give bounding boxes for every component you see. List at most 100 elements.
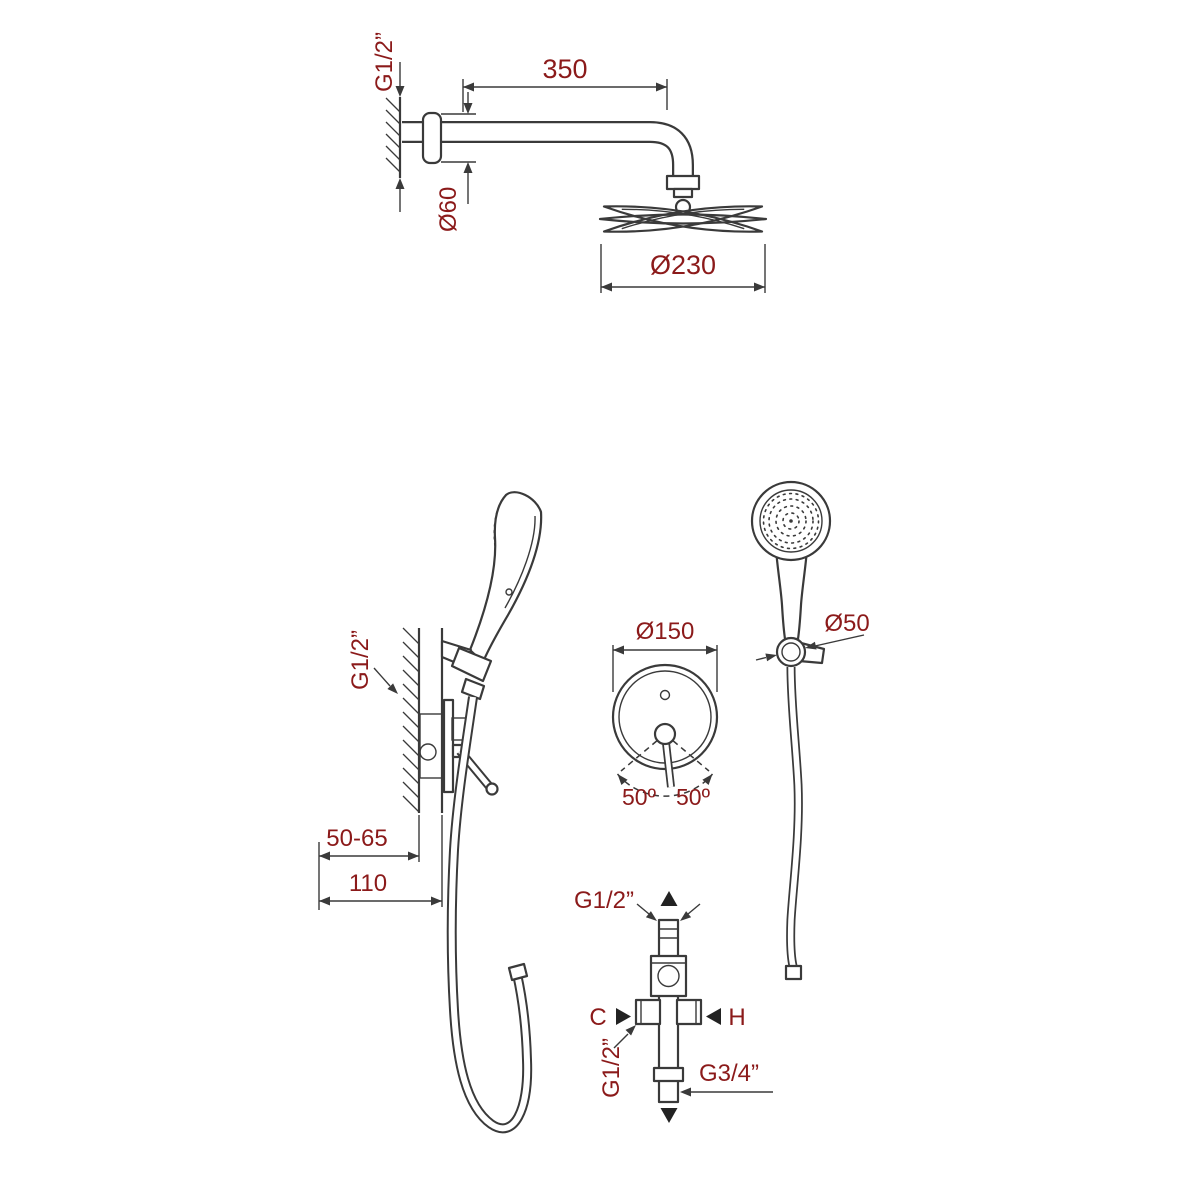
wall-flange (421, 111, 443, 165)
hot-flow-arrow-icon (706, 1008, 721, 1025)
hand-shower-front-view: Ø50 (750, 480, 870, 981)
arrow-left-icon (319, 896, 330, 906)
wall-hatching (402, 627, 420, 813)
pointer-tail (755, 656, 767, 661)
trim-plate-edge (442, 698, 455, 794)
cold-label: C (589, 1004, 606, 1031)
hand-shower-wall-assembly: G1/2” (318, 491, 543, 1134)
dim-arm-length: 350 (462, 54, 668, 112)
arrow-down-icon (395, 86, 405, 97)
swing-right-value: 50º (676, 784, 711, 810)
arrow-up-icon (395, 178, 405, 189)
dim-plate-diameter: Ø150 (612, 618, 718, 692)
mode-button (505, 588, 513, 596)
hand-shower-wand (468, 491, 543, 664)
holder-ring-inner (781, 642, 801, 662)
flow-down-arrow-icon (660, 1108, 678, 1123)
dim-head-diameter: Ø230 (600, 244, 766, 293)
arrow-right-icon (408, 851, 419, 861)
wall-thread-label: G1/2” (347, 630, 374, 690)
arrow-into-circle-icon (805, 641, 817, 650)
handle-knob (485, 782, 499, 796)
arrow-left-icon (319, 851, 330, 861)
side-thread-pointer (613, 1025, 636, 1049)
wand-contour-line (504, 515, 536, 609)
swing-left-value: 50º (622, 784, 657, 810)
arrow-left-icon (613, 645, 624, 655)
connector-neck (672, 187, 694, 199)
mixer-trim-front-view: Ø150 50º 50º (611, 618, 719, 810)
arrow-left-icon (680, 1087, 691, 1097)
arrow-down-right-icon (387, 683, 398, 694)
lever-swing-right-dashed (664, 733, 710, 772)
hose-end-nut (507, 962, 529, 982)
connector-nut (665, 174, 701, 191)
arrow-right-icon (431, 896, 442, 906)
handle (774, 548, 809, 641)
holder-diameter-value: Ø50 (824, 610, 869, 637)
bottom-coupler (652, 1066, 685, 1083)
hot-inlet-stub (675, 998, 703, 1026)
hot-label: H (728, 1004, 745, 1031)
arrow-right-icon (706, 645, 717, 655)
wall-section (402, 627, 444, 813)
wand-holder (440, 639, 493, 701)
pilot-hole (659, 689, 671, 701)
valve-body (649, 954, 688, 998)
rain-shower-assembly: G1/2” (371, 32, 768, 293)
pointer-tail (687, 903, 701, 915)
recess-depth-value: 50-65 (326, 825, 387, 852)
dim-recess-depth: 50-65 (318, 815, 420, 910)
thread-pointer-arrows (395, 62, 405, 212)
lever-swing-left-dashed (620, 733, 666, 772)
spray-nozzle-dots (762, 492, 820, 550)
arc-arrow-right-icon (702, 774, 713, 785)
arrow-left-icon (601, 282, 612, 292)
valve-detail-circle (419, 743, 437, 761)
head-petal (598, 213, 768, 225)
flange-diameter-value: Ø60 (435, 187, 462, 232)
holder-ring (775, 636, 807, 668)
holder-cone (450, 646, 493, 683)
wand-body (468, 491, 543, 664)
supply-valve-detail: G1/2” C H G1/2” G3/4” (574, 887, 773, 1123)
arrow-icon (625, 1025, 636, 1036)
arm-length-value: 350 (542, 54, 587, 84)
wall-thread-label: G1/2” (371, 32, 398, 92)
head-diameter-value: Ø230 (650, 250, 716, 280)
arc-arrow-left-icon (617, 774, 628, 785)
thread-pointer-arrow (373, 667, 398, 694)
arrow-left-icon (463, 82, 474, 92)
leader-line (814, 634, 865, 647)
swing-arc-dashed (616, 773, 714, 797)
wall-hatching (385, 97, 401, 173)
dim-bottom-thread: G3/4” (680, 1060, 773, 1097)
wall-section (385, 97, 402, 178)
cold-flow-arrow-icon (616, 1008, 631, 1025)
spray-face-rim (759, 489, 823, 553)
hose-core (787, 666, 802, 967)
dim-flange-diameter: Ø60 (435, 92, 476, 232)
hose-connector (460, 677, 486, 701)
arrow-icon (645, 911, 657, 921)
pointer-tail (373, 667, 391, 687)
pointer-tail (636, 903, 650, 915)
side-thread-label: G1/2” (598, 1038, 625, 1098)
cold-inlet-stub (634, 998, 662, 1026)
top-thread-pointers (636, 903, 701, 921)
pointer-tail (613, 1033, 629, 1049)
lever-pivot (653, 722, 677, 746)
shower-head (598, 205, 768, 233)
flow-up-arrow-icon (660, 891, 678, 906)
valve-body-circle (657, 964, 680, 988)
arrow-down-icon (463, 103, 473, 114)
plate-diameter-value: Ø150 (636, 618, 695, 645)
arrow-right-icon (656, 82, 667, 92)
arrow-right-icon (754, 282, 765, 292)
shower-arm-core (402, 123, 692, 176)
dim-holder-diameter: Ø50 (755, 610, 870, 662)
hose-end-nut (784, 964, 803, 981)
shower-hose-core (448, 696, 531, 1132)
